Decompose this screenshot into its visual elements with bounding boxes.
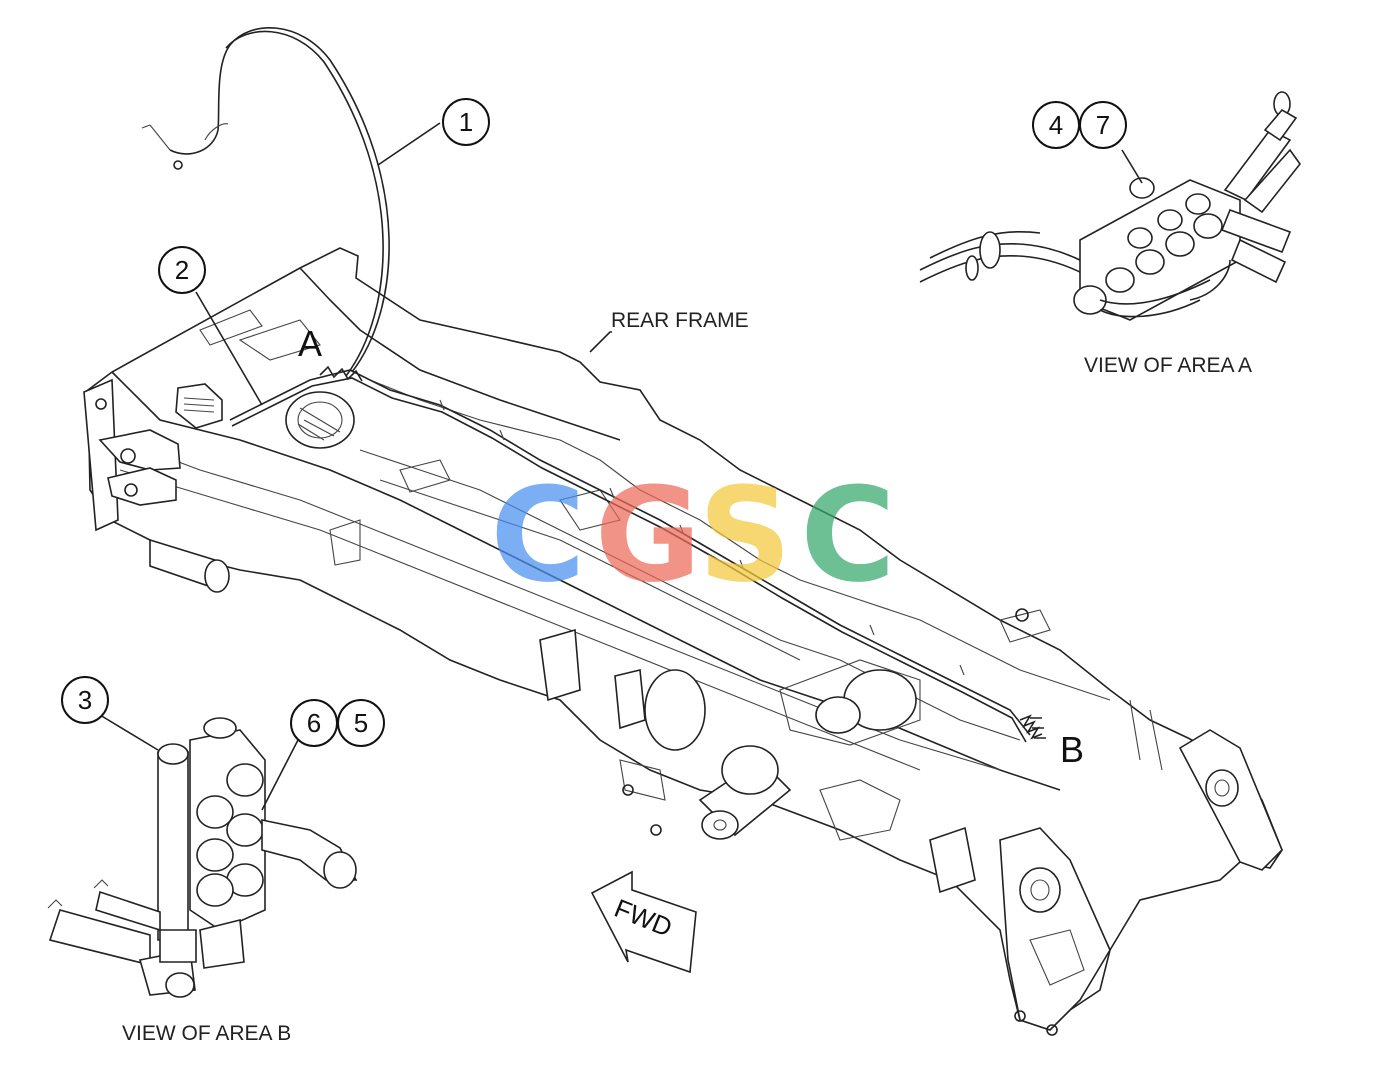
svg-text:7: 7 (1096, 110, 1110, 140)
view-area-b-caption: VIEW OF AREA B (122, 1022, 291, 1045)
callout-2-leader (195, 291, 263, 406)
callout-2: 2 (158, 246, 206, 294)
watermark-letter: C (800, 459, 895, 611)
area-b-label: B (1060, 729, 1084, 770)
svg-text:5: 5 (354, 708, 368, 738)
svg-text:6: 6 (307, 708, 321, 738)
svg-text:3: 3 (78, 685, 92, 715)
rear-frame-leader (589, 331, 612, 353)
detail-view-area-b (47, 714, 358, 998)
watermark-letter: G (595, 459, 702, 611)
svg-text:4: 4 (1049, 110, 1063, 140)
callout-1: 1 (442, 98, 490, 146)
callout-3: 3 (61, 676, 109, 724)
svg-text:2: 2 (175, 255, 189, 285)
callout-5: 5 (337, 699, 385, 747)
watermark-letter: S (698, 459, 792, 611)
callout-1-leader (377, 122, 441, 166)
watermark-letter: C (490, 459, 585, 611)
detail-view-area-a (919, 91, 1302, 321)
rear-frame-drawing (83, 247, 1283, 1036)
forward-arrow: FWD (590, 870, 697, 974)
area-a-label: A (298, 323, 322, 364)
callout-7: 7 (1079, 101, 1127, 149)
svg-text:1: 1 (459, 107, 473, 137)
rear-frame-label: REAR FRAME (611, 309, 749, 332)
wiring-harness (141, 27, 1046, 743)
callout-6: 6 (290, 699, 338, 747)
view-area-a-caption: VIEW OF AREA A (1084, 354, 1252, 377)
callout-4: 4 (1032, 101, 1080, 149)
